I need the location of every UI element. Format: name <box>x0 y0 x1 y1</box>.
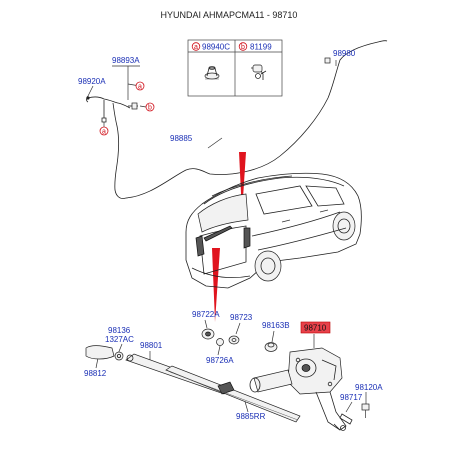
ref-mark-b-upper <box>145 102 155 112</box>
washer-98726A <box>216 338 224 346</box>
washer-hose-assembly <box>86 40 388 199</box>
legend-part-81199[interactable]: 81199 <box>250 43 272 52</box>
part-label-98710[interactable]: 98710 <box>304 324 327 333</box>
ref-mark-a-lower <box>99 126 109 136</box>
callout-wedge-lower <box>212 248 220 322</box>
cap-98163B <box>264 342 278 352</box>
wiper-arm-cap <box>85 345 115 360</box>
grommet-clip-icon <box>204 66 220 80</box>
bolt-98120A <box>361 403 370 418</box>
part-label-98722A[interactable]: 98722A <box>192 310 220 319</box>
ref-mark-b-upper-label: b <box>148 105 152 112</box>
bolt-98717 <box>339 413 353 425</box>
part-label-98812[interactable]: 98812 <box>84 369 107 378</box>
legend-ref-b: b <box>241 44 245 51</box>
part-label-98885[interactable]: 98885 <box>170 134 193 143</box>
part-label-98726A[interactable]: 98726A <box>206 356 234 365</box>
highlight-box-98710 <box>300 321 331 334</box>
grommet-98722A <box>201 328 215 340</box>
part-label-98163B[interactable]: 98163B <box>262 321 290 330</box>
wiper-blade <box>165 365 301 423</box>
diagram-title: HYUNDAI AHMAPCMA11 - 98710 <box>161 10 298 20</box>
part-label-98120A[interactable]: 98120A <box>355 383 383 392</box>
legend-ref-a-circle <box>191 42 201 51</box>
part-label-98723[interactable]: 98723 <box>230 313 253 322</box>
part-label-9885RR[interactable]: 9885RR <box>236 412 266 421</box>
ref-mark-a-upper-label: a <box>138 84 142 91</box>
part-label-98893A[interactable]: 98893A <box>112 56 140 65</box>
hose-connector-icon <box>251 64 267 80</box>
legend-table: a 98940C b 81199 <box>187 39 283 97</box>
wiper-motor-98710 <box>249 347 347 431</box>
ref-mark-a-upper <box>135 81 145 91</box>
nut-1327AC <box>114 351 124 361</box>
part-label-98136[interactable]: 98136 <box>108 326 131 335</box>
part-label-98717[interactable]: 98717 <box>340 393 363 402</box>
vehicle-illustration <box>185 172 362 289</box>
seal-98723 <box>228 335 240 345</box>
ref-mark-a-lower-label: a <box>102 129 106 136</box>
part-label-1327AC[interactable]: 1327AC <box>105 335 134 344</box>
part-label-98920A[interactable]: 98920A <box>78 77 106 86</box>
part-label-98980[interactable]: 98980 <box>333 49 356 58</box>
legend-part-98940C[interactable]: 98940C <box>202 43 230 52</box>
legend-ref-a: a <box>194 44 198 51</box>
part-label-98801[interactable]: 98801 <box>140 341 163 350</box>
legend-ref-b-circle <box>238 42 248 51</box>
